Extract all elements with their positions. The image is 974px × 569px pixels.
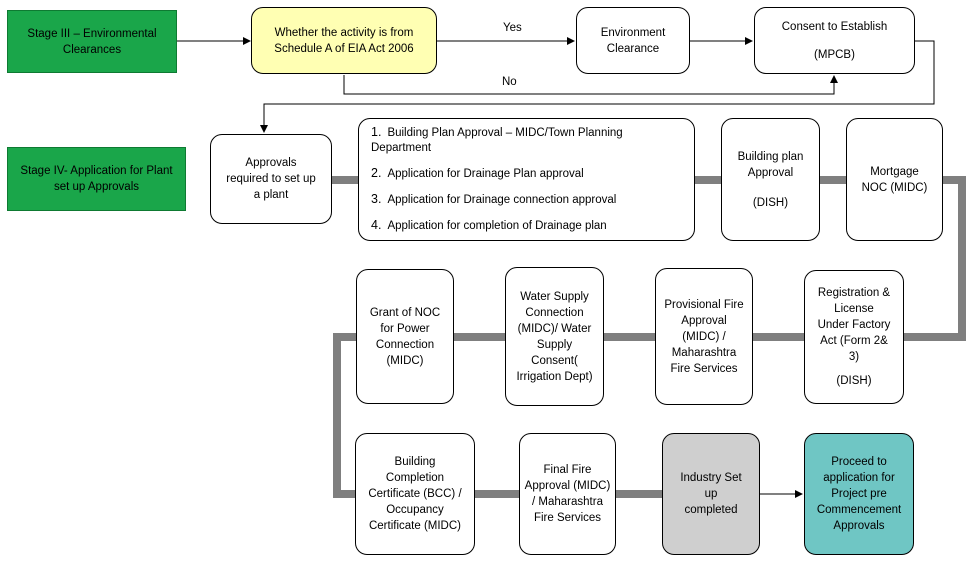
noc-power-connection: Grant of NOC for Power Connection (MIDC): [356, 269, 454, 404]
registration-title: Registration & License Under Factory Act…: [817, 287, 891, 363]
approvals-required: Approvals required to set up a plant: [210, 134, 332, 224]
building-completion-certificate: Building Completion Certificate (BCC) / …: [355, 433, 475, 555]
decision-schedule-a: Whether the activity is from Schedule A …: [251, 7, 437, 74]
consent-to-establish: Consent to Establish (MPCB): [754, 7, 915, 74]
stage-iii-label: Stage III – Environmental Clearances: [7, 10, 177, 73]
consent-sub: (MPCB): [814, 48, 855, 61]
conn-power-bcc: [333, 333, 356, 498]
approval-list-items: 1.Building Plan Approval – MIDC/Town Pla…: [371, 125, 682, 234]
registration-sub: (DISH): [836, 375, 872, 387]
arrow-consent-to-approvals: [260, 40, 935, 133]
stage-iv-label: Stage IV- Application for Plant set up A…: [7, 147, 186, 211]
edge-label-yes: Yes: [503, 22, 522, 34]
arrow-no: [343, 75, 838, 95]
grey-connectors: [332, 176, 966, 498]
approval-item-1: 1.Building Plan Approval – MIDC/Town Pla…: [371, 125, 623, 154]
edge-label-no: No: [502, 76, 517, 88]
building-plan-sub: (DISH): [752, 196, 789, 209]
approval-item-2: 2.Application for Drainage Plan approval: [371, 166, 584, 180]
water-supply-connection: Water Supply Connection (MIDC)/ Water Su…: [505, 267, 604, 406]
environment-clearance: Environment Clearance: [576, 7, 690, 74]
building-plan-approval: Building plan Approval (DISH): [721, 118, 820, 241]
final-fire-approval: Final Fire Approval (MIDC) / Maharashtra…: [519, 433, 616, 555]
approval-list: 1.Building Plan Approval – MIDC/Town Pla…: [358, 118, 695, 241]
approval-item-3: 3.Application for Drainage connection ap…: [371, 192, 617, 206]
approval-item-4: 4.Application for completion of Drainage…: [371, 218, 607, 232]
provisional-fire-approval: Provisional Fire Approval (MIDC) / Mahar…: [655, 268, 753, 405]
consent-title: Consent to Establish: [781, 20, 888, 33]
building-plan-title: Building plan Approval: [737, 150, 804, 179]
registration-license: Registration & License Under Factory Act…: [804, 270, 904, 404]
industry-setup-completed: Industry Set up completed: [662, 433, 760, 555]
mortgage-noc: Mortgage NOC (MIDC): [846, 118, 943, 241]
conn-mortgage-registration: [904, 176, 966, 341]
proceed-pre-commencement: Proceed to application for Project pre C…: [804, 433, 914, 555]
